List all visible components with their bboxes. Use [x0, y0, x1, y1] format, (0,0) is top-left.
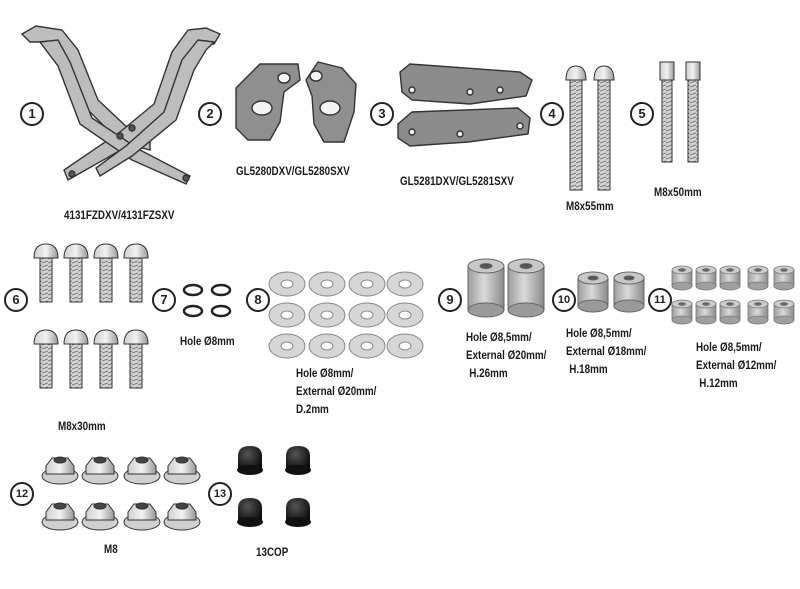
item-number-2: 2 [198, 102, 222, 126]
item-number-6: 6 [4, 288, 28, 312]
item-label-7: Hole Ø8mm [180, 334, 235, 348]
small-brackets-part [235, 61, 357, 143]
item-label-3: GL5281DXV/GL5281SXV [400, 174, 514, 188]
item-label-10: Hole Ø8,5mm/ External Ø18mm/ H.18mm [566, 324, 646, 378]
item-label-11: Hole Ø8,5mm/ External Ø12mm/ H.12mm [696, 338, 776, 392]
item-label-8-line-1: Hole Ø8mm/ [296, 366, 354, 380]
item-label-9-line-3: H.26mm [469, 366, 508, 380]
item-label-11-line-2: External Ø12mm/ [696, 358, 777, 372]
item-label-8: Hole Ø8mm/ External Ø20mm/ D.2mm [296, 364, 376, 418]
item-label-8-line-3: D.2mm [296, 402, 329, 416]
item-number-12: 12 [10, 482, 34, 506]
item-label-8-line-2: External Ø20mm/ [296, 384, 377, 398]
spring-washers [182, 283, 232, 318]
item-number-13: 13 [208, 482, 232, 506]
spacers-h26 [467, 258, 545, 318]
item-label-9-line-1: Hole Ø8,5mm/ [466, 330, 532, 344]
black-caps [237, 446, 311, 527]
item-number-5: 5 [630, 102, 654, 126]
item-label-4: M8x55mm [566, 199, 614, 213]
item-label-10-line-2: External Ø18mm/ [566, 344, 647, 358]
spacers-h18 [577, 271, 645, 313]
item-number-8: 8 [246, 288, 270, 312]
flat-washers [268, 271, 424, 359]
bolts-m8x50 [659, 61, 701, 163]
item-label-11-line-3: H.12mm [699, 376, 738, 390]
item-label-9: Hole Ø8,5mm/ External Ø20mm/ H.26mm [466, 328, 546, 382]
item-number-7: 7 [152, 288, 176, 312]
item-label-11-line-1: Hole Ø8,5mm/ [696, 340, 762, 354]
item-number-10: 10 [552, 288, 576, 312]
x-frame-part [20, 25, 222, 185]
item-number-11: 11 [648, 288, 672, 312]
bolts-m8x55 [565, 65, 615, 191]
item-number-4: 4 [540, 102, 564, 126]
item-label-12: M8 [104, 542, 118, 556]
item-label-2: GL5280DXV/GL5280SXV [236, 164, 350, 178]
item-number-3: 3 [370, 102, 394, 126]
spacers-h12 [671, 265, 795, 325]
long-plates-part [397, 63, 533, 147]
item-label-6: M8x30mm [58, 419, 106, 433]
item-label-10-line-3: H.18mm [569, 362, 608, 376]
item-label-1: 4131FZDXV/4131FZSXV [64, 208, 175, 222]
item-label-13: 13COP [256, 545, 289, 559]
flange-nuts-m8 [41, 456, 201, 531]
item-label-5: M8x50mm [654, 185, 702, 199]
item-number-9: 9 [438, 288, 462, 312]
item-label-9-line-2: External Ø20mm/ [466, 348, 547, 362]
item-label-10-line-1: Hole Ø8,5mm/ [566, 326, 632, 340]
item-number-1: 1 [20, 102, 44, 126]
bolts-m8x30 [33, 243, 149, 389]
